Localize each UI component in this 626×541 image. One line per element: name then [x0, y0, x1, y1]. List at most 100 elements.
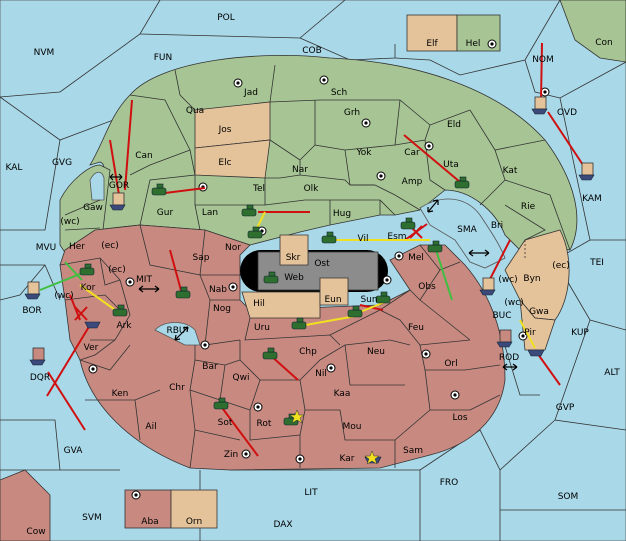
label-hil: Hil [253, 299, 265, 309]
fleet-unit [24, 281, 41, 300]
supply-center-icon [200, 340, 210, 350]
label-ost: Ost [314, 259, 330, 269]
supply-centers [88, 75, 550, 464]
label-zin: Zin [224, 450, 238, 460]
label-jos: Jos [218, 125, 232, 135]
label-kup: KUP [571, 328, 589, 338]
fleet-unit [84, 321, 101, 329]
label-qua: Qua [186, 106, 204, 116]
supply-center-icon [450, 390, 460, 400]
label-sap: Sap [193, 253, 210, 263]
label-elc: Elc [218, 158, 231, 168]
label-svm: SVM [82, 513, 102, 523]
fleet-unit [496, 329, 513, 348]
label-grh: Grh [344, 108, 360, 118]
label-ovd: OVD [557, 108, 577, 118]
army-unit [241, 204, 257, 217]
label-gvg: GVG [52, 158, 72, 168]
label-lan: Lan [202, 208, 218, 218]
label-som: SOM [558, 492, 579, 502]
supply-center-icon [253, 402, 263, 412]
supply-center-icon [361, 118, 371, 128]
label-lit: LIT [304, 488, 318, 498]
army-unit [321, 231, 337, 244]
label-rot: Rot [257, 419, 272, 429]
label-buc: BUC [492, 311, 511, 321]
label-chr: Chr [169, 383, 185, 393]
fleet-unit [29, 347, 46, 366]
label-ark: Ark [116, 321, 132, 331]
label-alt: ALT [604, 368, 620, 378]
province-skr[interactable] [279, 234, 309, 266]
label-jad: Jad [243, 88, 258, 98]
label-rbu: RBU [166, 326, 185, 336]
label-rod: ROD [499, 353, 519, 363]
label-gva: GVA [64, 446, 84, 456]
green-province-borders [64, 64, 571, 251]
label-coast: (wc) [54, 291, 73, 301]
label-tel: Tel [252, 184, 265, 194]
label-sma: SMA [457, 225, 477, 235]
label-dqr: DQR [30, 373, 50, 383]
label-coast: (wc) [498, 275, 517, 285]
army-unit [263, 271, 279, 284]
label-eun: Eun [324, 295, 341, 305]
supply-center-icon [326, 363, 336, 373]
label-gvp: GVP [556, 403, 575, 413]
label-kaa: Kaa [334, 389, 351, 399]
red-province-labels: Sap Mel Kor Nab Obs Ark Nog Sun Uru Feu … [81, 253, 468, 464]
legend-top-left-label: Elf [426, 39, 438, 49]
supply-center-icon [228, 282, 238, 292]
star-icon [289, 409, 305, 424]
label-nog: Nog [213, 304, 231, 314]
label-bar: Bar [202, 362, 218, 372]
label-gaw: Gaw [83, 203, 103, 213]
army-unit [291, 317, 307, 330]
province-con[interactable] [559, 0, 626, 63]
label-qwi: Qwi [233, 373, 250, 383]
label-neu: Neu [367, 347, 385, 357]
label-sun: Sun [360, 295, 377, 305]
label-nil: Nil [315, 369, 327, 379]
province-cow[interactable] [0, 469, 51, 541]
label-ver: Ver [84, 343, 99, 353]
sea-rbu-bay[interactable] [154, 322, 201, 346]
province-web[interactable] [257, 251, 379, 291]
sea-labels: POL NVM FUN COB NOM Con KAL GVG OVD KAM … [6, 13, 621, 537]
legend-top-right-label: Hel [466, 39, 481, 49]
fleet-unit [109, 192, 126, 211]
label-kal: KAL [6, 163, 23, 173]
sea-sma-bay[interactable] [419, 198, 506, 269]
army-unit [454, 176, 470, 189]
legend-bottom-left-label: Aba [141, 517, 158, 527]
label-mvu: MVU [36, 243, 57, 253]
label-skr: Skr [286, 253, 301, 263]
army-unit [427, 240, 443, 253]
label-ail: Ail [145, 422, 156, 432]
label-vil: Vil [358, 234, 369, 244]
army-unit [112, 304, 128, 317]
label-uru: Uru [254, 323, 270, 333]
supply-center-icon [233, 78, 243, 88]
label-cow: Cow [26, 527, 45, 537]
fleet-unit [527, 349, 545, 357]
label-coast: (ec) [101, 241, 119, 251]
army-unit [79, 263, 95, 276]
sea-gor-inlet[interactable] [89, 171, 105, 201]
label-nar: Nar [292, 165, 308, 175]
label-fun: FUN [154, 53, 173, 63]
green-province-labels: Jad Sch Qua Grh Can Eld Yok Car Uta Nar … [69, 88, 536, 253]
supply-center-icon [394, 251, 404, 261]
supply-center-icon [424, 141, 434, 151]
label-chp: Chp [299, 347, 317, 357]
label-gor: GOR [109, 181, 129, 191]
label-esm: Esm [387, 232, 406, 242]
star-markers [289, 409, 380, 465]
label-coast: (wc) [504, 298, 523, 308]
label-con: Con [595, 38, 613, 48]
province-hil[interactable] [241, 291, 321, 319]
label-uta: Uta [443, 160, 459, 170]
convoy-orders [39, 249, 453, 301]
province-eun[interactable] [319, 277, 349, 306]
